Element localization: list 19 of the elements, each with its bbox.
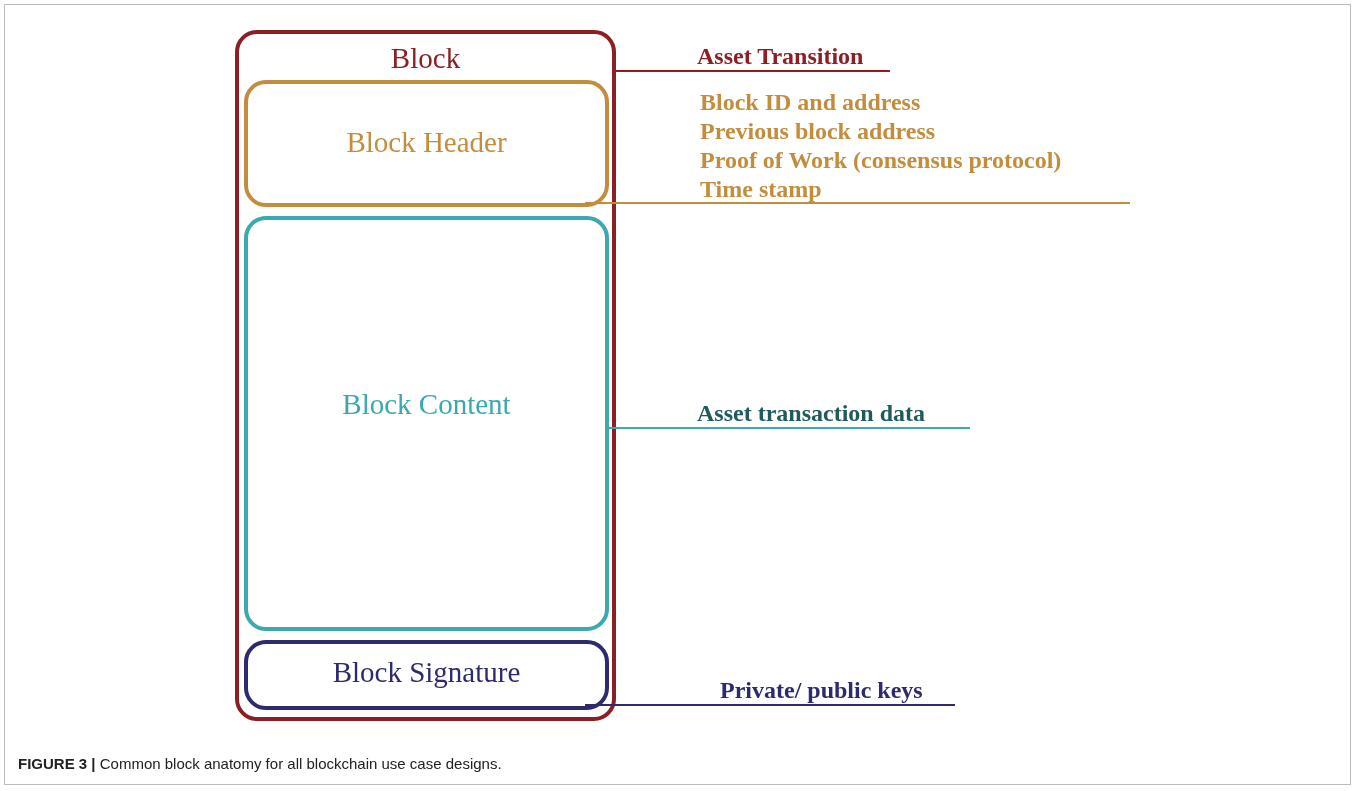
annotation-line: Time stamp xyxy=(700,175,822,204)
section-title: Block Header xyxy=(345,126,508,159)
annotation-text: Asset Transition xyxy=(697,42,890,71)
section-title: Block Content xyxy=(341,388,512,421)
annotation-text: Asset transaction data xyxy=(697,399,970,428)
annotation-line: Block ID and address xyxy=(700,88,921,117)
section-title: Block Signature xyxy=(331,656,522,689)
block-section-outline xyxy=(235,30,616,721)
annotation-line: Proof of Work (consensus protocol) xyxy=(700,146,1062,175)
annotation-line: Previous block address xyxy=(700,117,936,146)
block-section-outline xyxy=(244,640,609,710)
leader-line xyxy=(615,70,891,72)
section-title: Block xyxy=(389,42,462,75)
block-section-outline xyxy=(244,216,609,631)
leader-line xyxy=(584,202,1131,204)
annotation-text: Private/ public keys xyxy=(720,676,955,705)
block-section-outline xyxy=(244,80,609,207)
figure-caption: FIGURE 3 | Common block anatomy for all blockchain use case designs. xyxy=(18,755,502,772)
leader-line xyxy=(584,704,956,706)
